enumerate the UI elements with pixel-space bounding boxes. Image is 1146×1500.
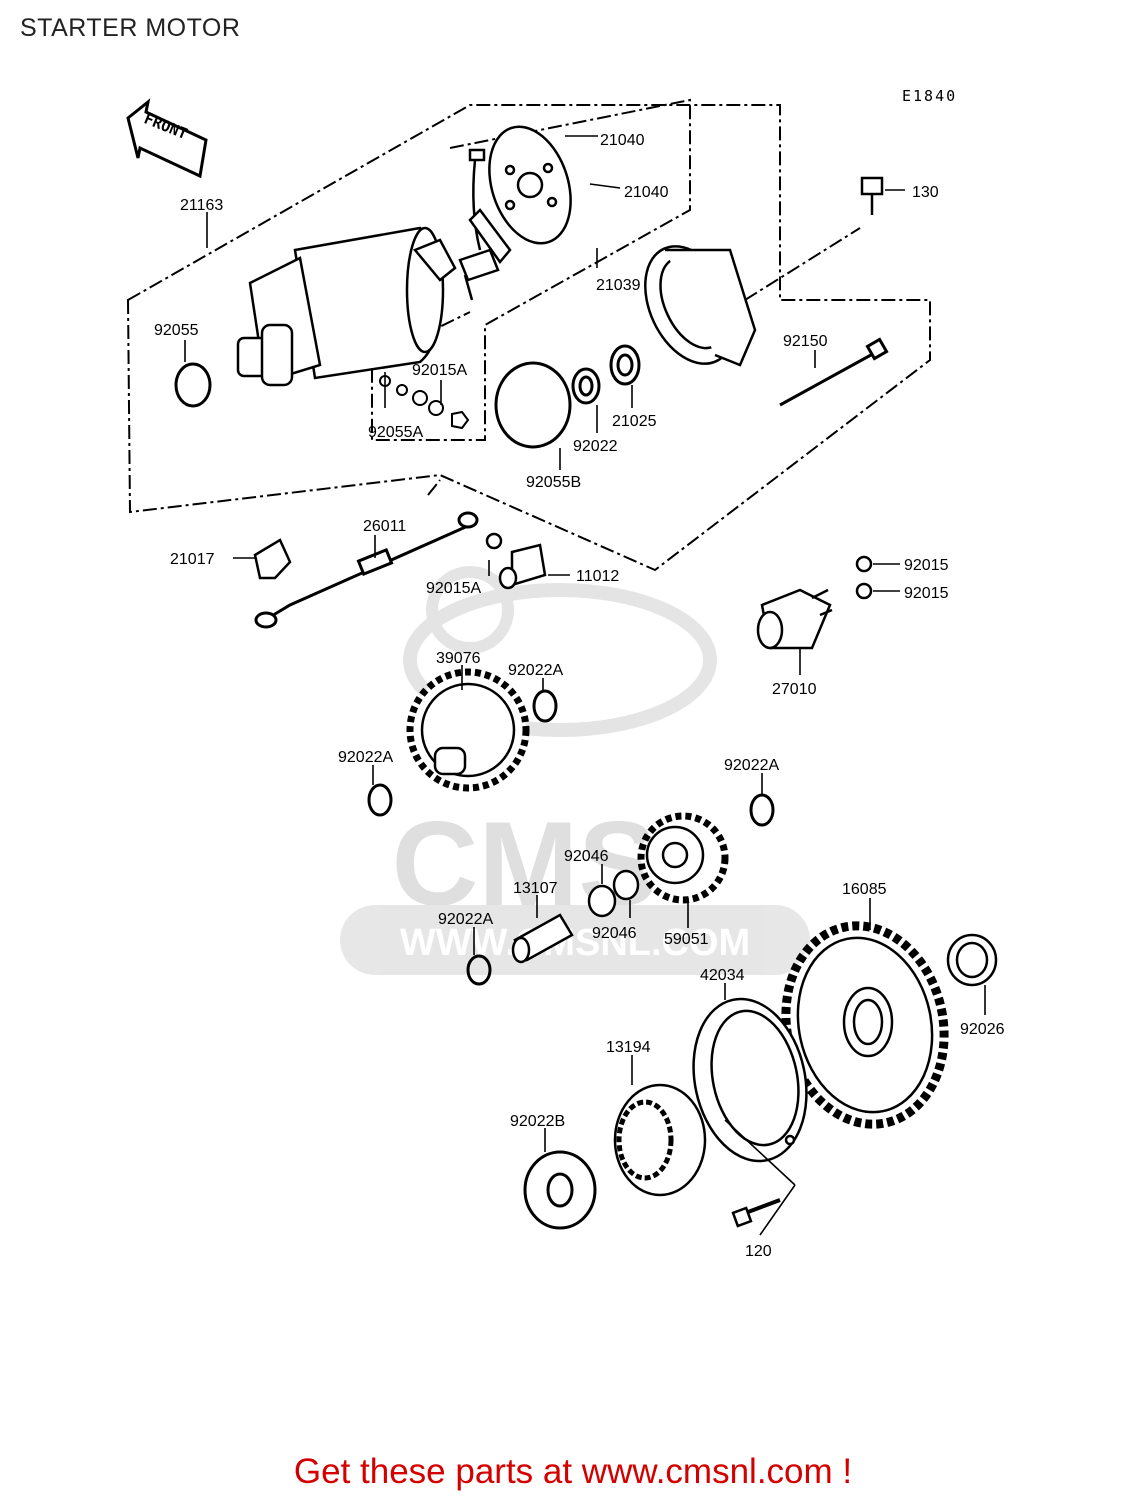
part-label: 21039 <box>596 277 641 294</box>
page-title: STARTER MOTOR <box>20 14 241 42</box>
part-label: 92022A <box>438 911 493 928</box>
starter-cable <box>254 511 479 629</box>
part-label: 92150 <box>783 333 828 350</box>
part-label: 92022B <box>510 1113 565 1130</box>
part-label: 92022A <box>508 662 563 679</box>
front-arrow-icon: FRONT <box>126 98 208 179</box>
part-label: 21017 <box>170 551 215 568</box>
part-label: 21040 <box>624 184 669 201</box>
starter-relay <box>756 588 833 650</box>
part-label: 92022A <box>338 749 393 766</box>
part-label: 59051 <box>664 931 709 948</box>
collar <box>946 933 998 987</box>
part-label: 92055 <box>154 322 199 339</box>
part-label: 92055A <box>368 424 423 441</box>
part-label: 11012 <box>576 568 619 585</box>
through-bolt-92150 <box>779 337 889 407</box>
part-label: 92015 <box>904 585 949 602</box>
cap-21017 <box>253 538 292 580</box>
part-label: 92015 <box>904 557 949 574</box>
bolt-130 <box>860 176 884 215</box>
bolt-120 <box>731 1198 781 1228</box>
leader-lines <box>184 135 986 1236</box>
part-label: 16085 <box>842 881 887 898</box>
cap-11012 <box>498 543 547 590</box>
assembly-outline <box>126 98 931 572</box>
part-label: 26011 <box>363 518 406 535</box>
part-label: 92022 <box>573 438 618 455</box>
diagram-code: E1840 <box>902 87 957 105</box>
part-label: 120 <box>745 1243 772 1260</box>
part-label: 13194 <box>606 1039 651 1056</box>
part-label: 92026 <box>960 1021 1005 1038</box>
shaft <box>511 913 574 964</box>
washers <box>367 689 775 986</box>
part-labels: 21040 21040 130 21163 21039 92055 92150 … <box>154 132 1005 1260</box>
part-label: 92022A <box>724 757 779 774</box>
part-label: 92015A <box>426 580 481 597</box>
part-label: 92015A <box>412 362 467 379</box>
o-rings <box>174 344 641 449</box>
part-label: 13107 <box>513 880 558 897</box>
part-label: 27010 <box>772 681 817 698</box>
starter-gear <box>637 812 729 904</box>
washer-92022b <box>523 1150 597 1230</box>
terminal-nuts <box>379 375 470 430</box>
part-label: 92046 <box>564 848 609 865</box>
part-label: 21040 <box>600 132 645 149</box>
footer-link[interactable]: Get these parts at www.cmsnl.com ! <box>293 1452 853 1491</box>
starter-motor <box>236 226 457 387</box>
end-cover <box>644 245 757 367</box>
idle-gear <box>406 668 530 792</box>
part-label: 92055B <box>526 474 581 491</box>
nut-92015a <box>485 532 503 550</box>
needle-bearings <box>587 869 640 918</box>
brush-plate <box>458 125 572 301</box>
relay-nuts <box>855 555 873 600</box>
part-label: 92046 <box>592 925 637 942</box>
one-way-clutch <box>613 1083 707 1197</box>
part-label: 21163 <box>180 197 223 214</box>
part-label: 39076 <box>436 650 481 667</box>
part-label: 130 <box>912 184 939 201</box>
part-label: 21025 <box>612 413 657 430</box>
watermark-url: WWW.CMSNL.COM <box>400 922 750 964</box>
part-label: 42034 <box>700 967 745 984</box>
clutch-housing <box>692 997 808 1163</box>
